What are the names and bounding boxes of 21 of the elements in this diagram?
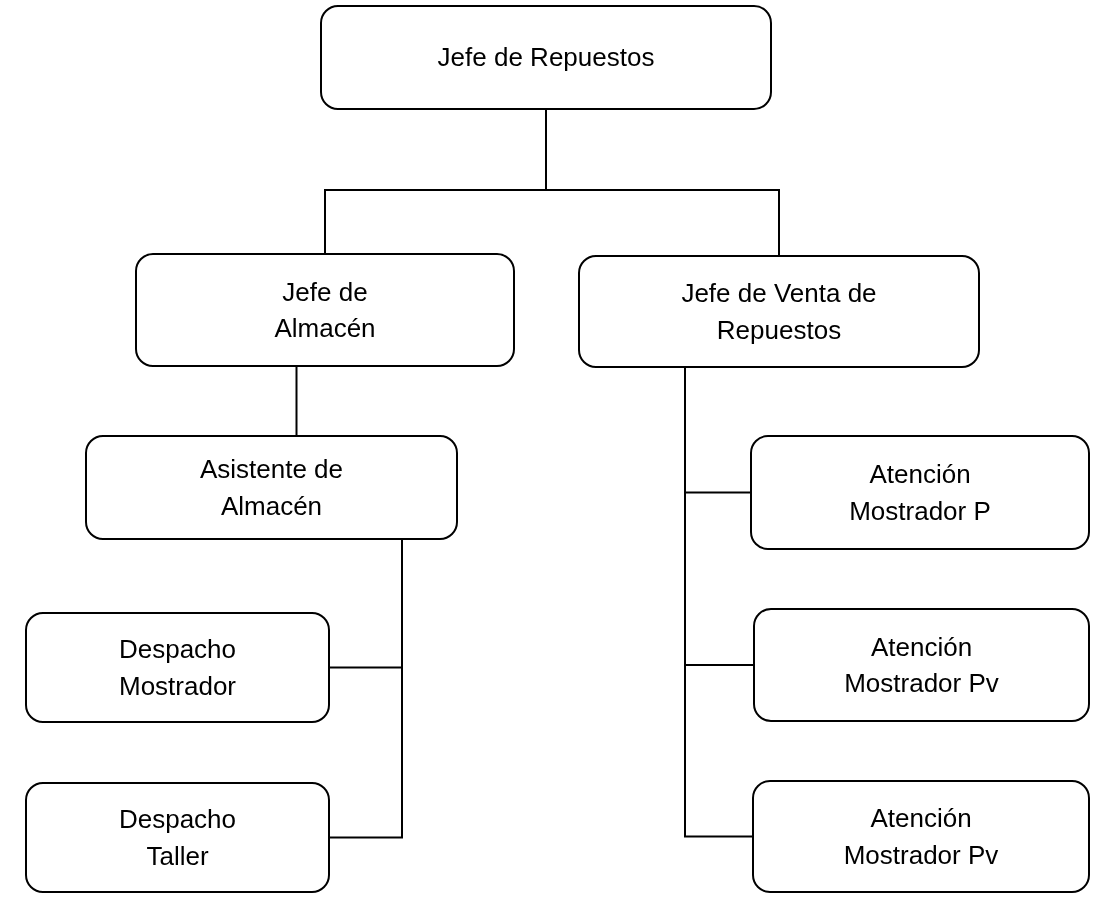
job-title: Despacho Mostrador xyxy=(117,633,238,703)
position-box xyxy=(25,612,330,723)
connector-line xyxy=(545,109,780,256)
job-title: Asistente de Almacén xyxy=(198,453,345,523)
job-title: Jefe de Venta de Repuestos xyxy=(680,277,878,347)
connector-line xyxy=(329,539,403,839)
job-title: Atención Mostrador P xyxy=(848,458,992,528)
position-box xyxy=(578,255,980,368)
position-box xyxy=(753,608,1090,722)
position-box xyxy=(85,435,458,540)
position-box xyxy=(135,253,515,367)
position-box xyxy=(25,782,330,893)
position-box xyxy=(752,780,1090,893)
connector-line xyxy=(295,366,298,436)
job-title: Jefe de Repuestos xyxy=(437,41,655,75)
job-title: Atención Mostrador Pv xyxy=(843,630,1000,700)
job-title: Atención Mostrador Pv xyxy=(842,802,1000,872)
position-box xyxy=(320,5,772,110)
job-title: Jefe de Almacén xyxy=(273,275,377,345)
job-title: Despacho Taller xyxy=(117,803,238,873)
position-box xyxy=(750,435,1090,550)
